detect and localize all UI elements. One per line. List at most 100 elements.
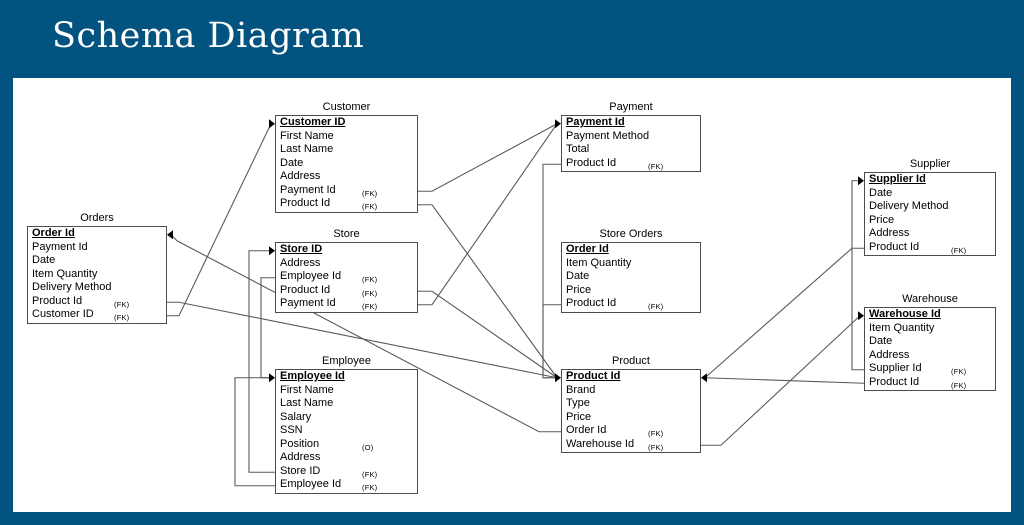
attribute-name: Store ID [280, 243, 323, 255]
attribute-name: Payment Id [32, 240, 88, 253]
attribute-row[interactable]: Price [562, 284, 700, 298]
attribute-row[interactable]: Payment Method [562, 130, 700, 144]
attribute-name: Address [869, 348, 910, 361]
attribute-name: Supplier Id [869, 173, 926, 185]
attribute-row[interactable]: Salary [276, 411, 417, 425]
attribute-row[interactable]: Store ID [276, 243, 417, 257]
attribute-name: Product Id [869, 375, 920, 388]
attribute-row[interactable]: Address [276, 451, 417, 465]
attribute-name: Order Id [566, 424, 607, 436]
attribute-row[interactable]: Order Id [28, 227, 166, 241]
attribute-row[interactable]: Date [28, 254, 166, 268]
attribute-row[interactable]: Item Quantity [865, 322, 995, 336]
attribute-row[interactable]: Warehouse Id(FK) [562, 438, 700, 452]
attribute-name: SSN [280, 424, 303, 436]
attribute-row[interactable]: Warehouse Id [865, 308, 995, 322]
attribute-row[interactable]: Product Id(FK) [865, 376, 995, 390]
attribute-row[interactable]: Payment Id [28, 241, 166, 255]
attribute-row[interactable]: Price [865, 214, 995, 228]
attribute-row[interactable]: Address [276, 257, 417, 271]
attribute-row[interactable]: SSN [276, 424, 417, 438]
attribute-row[interactable]: Delivery Method [28, 281, 166, 295]
attribute-name: Item Quantity [869, 321, 935, 334]
attribute-name: Product Id [280, 283, 331, 296]
attribute-row[interactable]: Price [562, 411, 700, 425]
fk-tag: (FK) [114, 299, 130, 309]
attribute-row[interactable]: First Name [276, 130, 417, 144]
attribute-name: Store ID [280, 464, 321, 477]
attribute-row[interactable]: First Name [276, 384, 417, 398]
attribute-row[interactable]: Address [276, 170, 417, 184]
attribute-name: Customer ID [32, 308, 94, 320]
attribute-name: Payment Id [566, 116, 625, 128]
fk-tag: (FK) [951, 245, 967, 255]
attribute-row[interactable]: Date [865, 187, 995, 201]
entity-title-store-orders: Store Orders [599, 228, 663, 240]
attribute-name: Delivery Method [869, 200, 949, 212]
attribute-name: Date [869, 335, 893, 347]
attribute-row[interactable]: Employee Id [276, 370, 417, 384]
attribute-row[interactable]: Date [276, 157, 417, 171]
attribute-row[interactable]: Customer ID [276, 116, 417, 130]
attribute-row[interactable]: Address [865, 349, 995, 363]
entity-title-orders: Orders [80, 212, 114, 224]
attribute-name: Customer ID [280, 116, 346, 128]
attribute-name: Product Id [32, 294, 83, 307]
optional-tag: (O) [362, 442, 374, 452]
attribute-row[interactable]: Product Id(FK) [865, 241, 995, 255]
attribute-row[interactable]: Employee Id(FK) [276, 270, 417, 284]
attribute-name: Brand [566, 383, 596, 396]
attribute-row[interactable]: Product Id (FK) [28, 295, 166, 309]
fk-tag: (FK) [362, 275, 378, 284]
attribute-row[interactable]: Payment Id [562, 116, 700, 130]
fk-tag: (FK) [648, 429, 664, 438]
attribute-row[interactable]: Product Id(FK) [276, 284, 417, 298]
attribute-row[interactable]: Brand [562, 384, 700, 398]
attribute-row[interactable]: Employee Id(FK) [276, 478, 417, 492]
attribute-name: Employee Id [280, 370, 345, 382]
attribute-row[interactable]: Total [562, 143, 700, 157]
attribute-row[interactable]: Customer ID (FK) [28, 308, 166, 322]
entity-title-warehouse: Warehouse [902, 293, 958, 305]
attribute-name: Payment Id [280, 297, 336, 309]
entity-title-supplier: Supplier [909, 158, 951, 170]
attribute-name: Order Id [32, 227, 75, 239]
attribute-row[interactable]: Last Name [276, 397, 417, 411]
attribute-row[interactable]: Order Id (FK) [562, 424, 700, 438]
attribute-row[interactable]: Address [865, 227, 995, 241]
attribute-row[interactable]: Payment Id(FK) [276, 297, 417, 311]
attribute-name: Address [280, 451, 321, 463]
entity-title-product: Product [612, 355, 650, 367]
attribute-row[interactable]: Supplier Id(FK) [865, 362, 995, 376]
attribute-row[interactable]: Product Id(FK) [276, 197, 417, 211]
attribute-row[interactable]: Type [562, 397, 700, 411]
attribute-row[interactable]: Item Quantity [28, 268, 166, 282]
attribute-row[interactable]: Product Id [562, 370, 700, 384]
attribute-row[interactable]: Payment Id(FK) [276, 184, 417, 198]
attribute-row[interactable]: Product Id(FK) [562, 157, 700, 171]
attribute-row[interactable]: Item Quantity [562, 257, 700, 271]
attribute-row[interactable]: Date [865, 335, 995, 349]
attribute-name: Address [280, 256, 321, 269]
attribute-name: Date [32, 254, 56, 266]
attribute-name: Payment Id [280, 183, 336, 196]
attribute-row[interactable]: Date [562, 270, 700, 284]
entity-title-payment: Payment [609, 101, 653, 113]
attribute-row[interactable]: Supplier Id [865, 173, 995, 187]
attribute-row[interactable]: Position(O) [276, 438, 417, 452]
attribute-name: Item Quantity [566, 256, 632, 269]
attribute-row[interactable]: Last Name [276, 143, 417, 157]
fk-tag: (FK) [114, 313, 130, 322]
attribute-name: Last Name [280, 397, 334, 409]
attribute-row[interactable]: Delivery Method [865, 200, 995, 214]
attribute-row[interactable]: Product Id(FK) [562, 297, 700, 311]
attribute-row[interactable]: Store ID(FK) [276, 465, 417, 479]
attribute-row[interactable]: Order Id [562, 243, 700, 257]
